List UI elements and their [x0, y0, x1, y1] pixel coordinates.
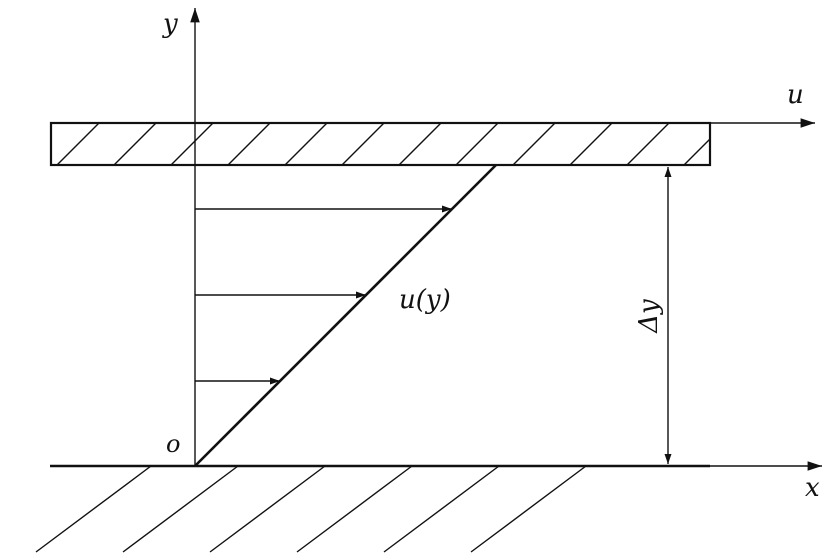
wall-hatching	[35, 465, 587, 553]
gap-label: Δy	[634, 299, 664, 334]
velocity-profile-label: u(y)	[399, 285, 451, 315]
velocity-profile-line	[194, 164, 497, 467]
x-axis-label: x	[805, 473, 820, 503]
origin-label: o	[166, 430, 180, 458]
plate-hatching	[56, 123, 710, 165]
plate-velocity-label: u	[787, 80, 804, 110]
moving-plate	[49, 121, 712, 167]
y-axis-label: y	[162, 9, 178, 39]
